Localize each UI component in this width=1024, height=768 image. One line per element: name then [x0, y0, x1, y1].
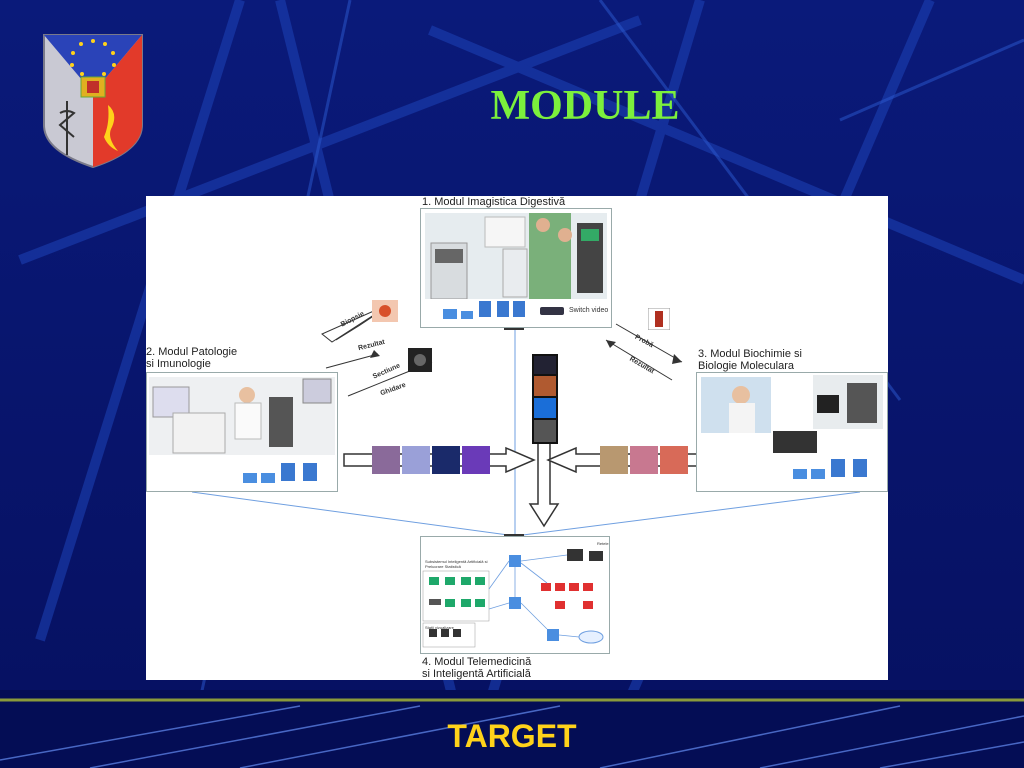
switch-label: Switch video — [569, 307, 609, 314]
workstation-icons — [793, 459, 867, 479]
module3-box — [696, 372, 888, 492]
section-image — [408, 348, 432, 372]
molecular-lab-photo — [701, 377, 771, 433]
view-stations-label: Statii vizualizare — [425, 625, 454, 630]
crest-logo — [43, 34, 143, 169]
module4-title-line1: 4. Modul Telemedicină — [422, 656, 532, 668]
analyzer-photo — [813, 375, 883, 429]
slide-title: MODULE — [490, 83, 680, 129]
module3-title-line2: Biologie Moleculara — [698, 360, 794, 372]
module2-title-line1: 2. Modul Patologie — [146, 346, 238, 358]
slide-footer: TARGET — [447, 718, 577, 754]
diagram-panel: 1. Modul Imagistica Digestivă Switch vid… — [146, 196, 888, 680]
module1-box: Switch video — [420, 208, 612, 328]
histology-image-strip — [372, 446, 490, 474]
module2-box — [146, 372, 338, 492]
workstation-icons — [443, 301, 525, 319]
endoscopy-image-strip — [532, 354, 558, 444]
module1-title: 1. Modul Imagistica Digestivă — [422, 196, 566, 208]
pathology-lab-photo — [149, 377, 335, 455]
network-label: Retele — [597, 541, 609, 546]
sample-vial-image — [648, 308, 670, 330]
module3-title-line1: 3. Modul Biochimie si — [698, 348, 802, 360]
module2-title-line2: si Imunologie — [146, 358, 211, 370]
subsystem-ai-label: Subsistemul Inteligentă Artificială si P… — [425, 559, 488, 569]
workstation-icons — [243, 463, 317, 483]
telemedicine-network-diagram — [422, 549, 604, 648]
module4-box: Subsistemul Inteligentă Artificială si P… — [420, 536, 610, 654]
sequencer-photo — [773, 431, 817, 453]
endoscopy-photo — [425, 213, 607, 299]
cytology-image-strip — [600, 446, 688, 474]
biopsy-image — [372, 300, 398, 322]
switch-icon — [540, 307, 564, 315]
module4-title-line2: si Inteligentă Artificială — [422, 668, 531, 680]
